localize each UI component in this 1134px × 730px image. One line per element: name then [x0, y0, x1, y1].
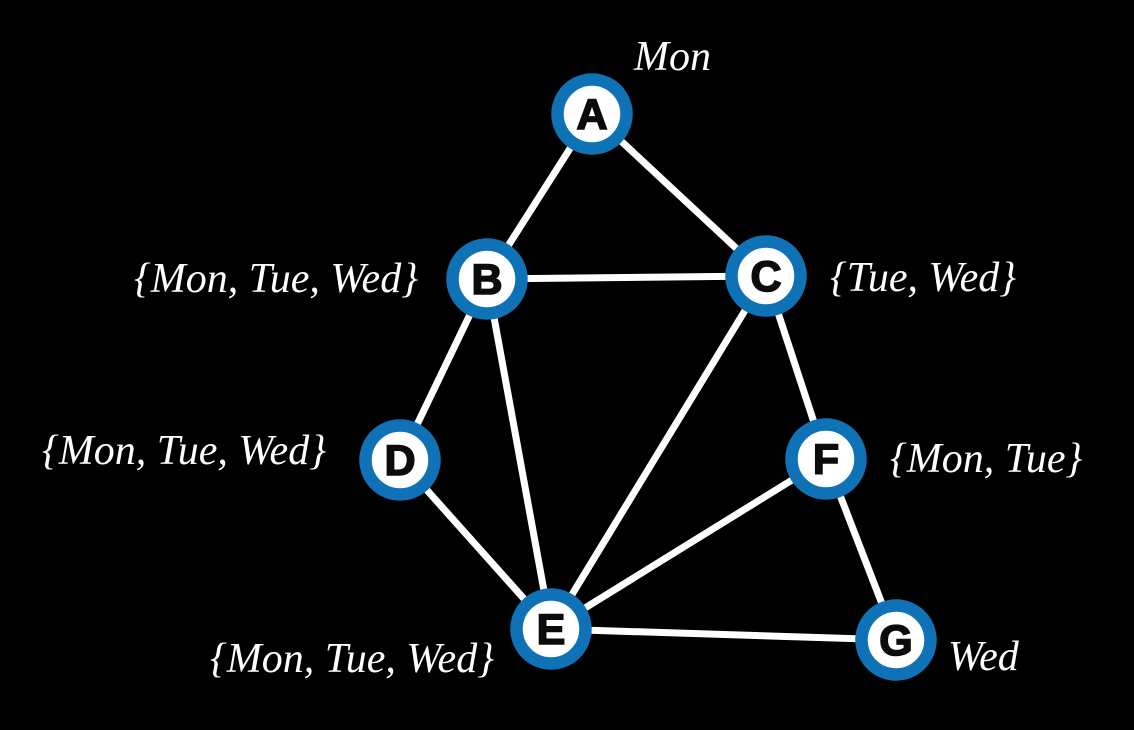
node-B-letter: B — [471, 256, 502, 304]
edge-E-F — [547, 455, 830, 633]
node-E-circle — [510, 588, 592, 670]
node-F-domain-label: {Mon, Tue} — [890, 436, 1082, 482]
node-B: B — [446, 238, 528, 320]
node-C-circle — [725, 235, 807, 317]
node-D-domain-label: {Mon, Tue, Wed} — [42, 428, 326, 474]
node-B-domain-label: {Mon, Tue, Wed} — [134, 256, 418, 302]
node-A-circle — [551, 73, 633, 155]
node-F: F — [785, 418, 867, 500]
node-C: C — [725, 235, 807, 317]
node-G-circle — [855, 599, 937, 681]
node-B-circle — [446, 238, 528, 320]
node-E-domain-label: {Mon, Tue, Wed} — [210, 636, 494, 682]
edge-E-G — [547, 625, 900, 644]
node-G-letter: G — [879, 617, 912, 665]
edge-B-C — [483, 272, 770, 283]
edge-C-E — [547, 272, 770, 633]
node-D-circle — [359, 419, 441, 501]
node-D: D — [359, 419, 441, 501]
node-G: G — [855, 599, 937, 681]
node-E: E — [510, 588, 592, 670]
node-F-letter: F — [813, 436, 839, 484]
node-A-letter: A — [576, 91, 607, 139]
node-G-domain-label: Wed — [948, 634, 1020, 680]
node-D-letter: D — [384, 437, 415, 485]
node-C-letter: C — [750, 253, 781, 301]
node-C-domain-label: {Tue, Wed} — [830, 255, 1016, 301]
node-F-circle — [785, 418, 867, 500]
edge-B-E — [483, 275, 555, 633]
node-A-domain-label: Mon — [633, 34, 711, 80]
node-A: A — [551, 73, 633, 155]
node-E-letter: E — [537, 606, 566, 654]
